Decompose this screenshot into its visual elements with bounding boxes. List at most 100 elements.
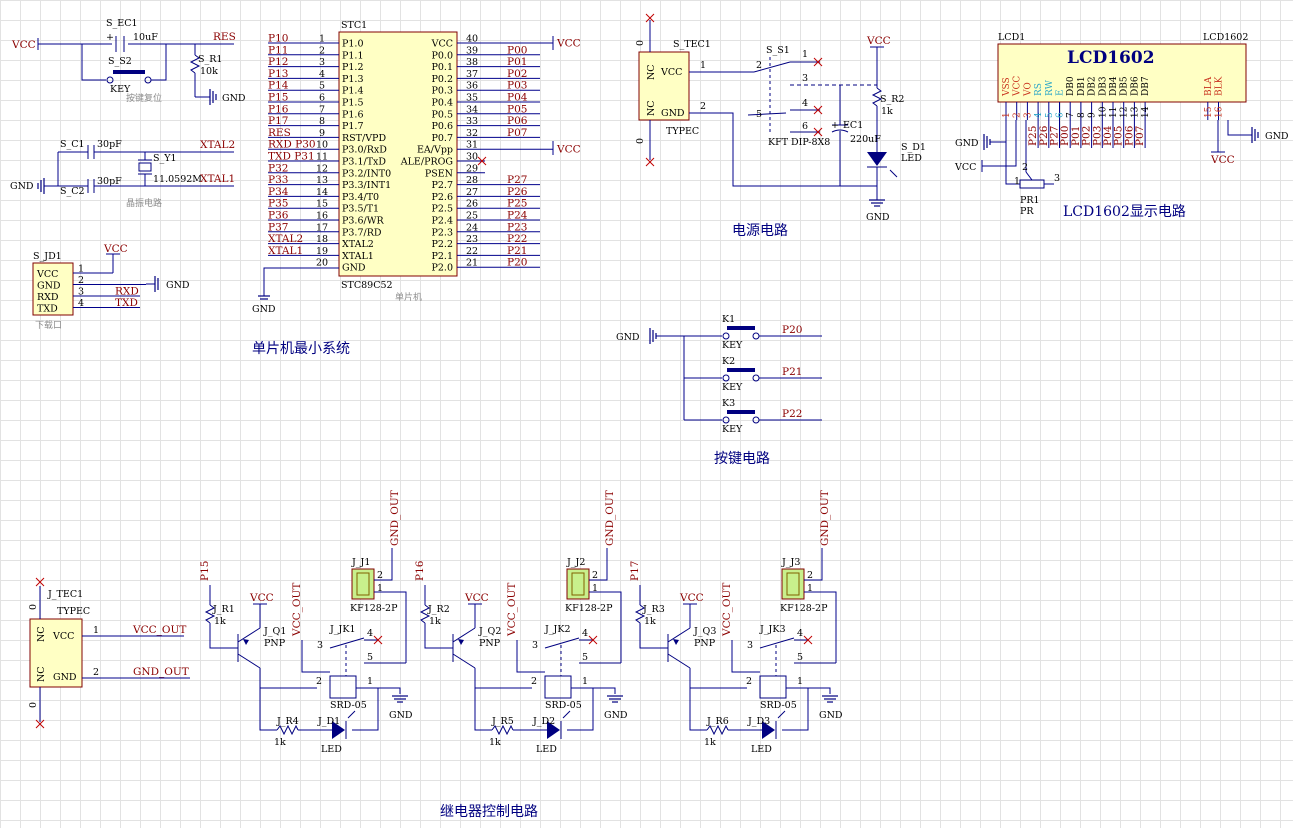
lcd-pin-number: 3 [1023, 112, 1033, 118]
mcu-net-label: RXD P30 [268, 139, 316, 151]
mcu-pin-number: 8 [319, 116, 325, 127]
mcu-net-label: P05 [507, 103, 527, 115]
wire [567, 688, 594, 731]
power-typec-num2: 2 [700, 101, 706, 112]
relay-contact-num3: 3 [532, 640, 538, 651]
lcd-net-label: P06 [1123, 125, 1135, 146]
lcd-net-label: P00 [1059, 126, 1071, 146]
mcu-pin-number: 14 [316, 187, 328, 198]
title-relay: 继电器控制电路 [440, 804, 538, 820]
title-mcu: 单片机最小系统 [252, 341, 350, 357]
crystal-y1-symbol [138, 162, 152, 172]
relay-typec-pin-vcc: VCC [52, 631, 74, 642]
led-symbol [762, 721, 775, 739]
mcu-net-label: RES [268, 127, 291, 139]
relay-part: SRD-05 [760, 700, 797, 711]
lcd-pin-name: DB4 [1109, 76, 1119, 96]
led-part: LED [536, 744, 557, 755]
mcu-pin-number: 7 [319, 104, 325, 115]
mcu-net-label: P00 [507, 44, 527, 56]
mcu-pin-name: RST/VPD [342, 133, 386, 144]
mcu-pin-number: 40 [466, 34, 478, 45]
relay-vcc-out-net: VCC_OUT [506, 583, 518, 637]
key-net-label: P22 [782, 408, 802, 420]
power-switch-num4: 4 [802, 98, 808, 109]
key-part: KEY [722, 340, 743, 351]
lcd-pin-number: 15 [1204, 106, 1214, 118]
lcd-pin-name: RW [1045, 79, 1055, 96]
download-designator: S_JD1 [33, 251, 62, 262]
crystal-gnd-label: GND [10, 181, 34, 192]
download-pin-number: 2 [78, 275, 84, 286]
relay-base-res-value: 1k [214, 616, 226, 627]
relay-contact-num5: 5 [582, 652, 588, 663]
mcu-net-label: P33 [268, 174, 288, 186]
mcu-pin-name: P2.6 [431, 192, 453, 203]
relay-coil-num1: 1 [367, 676, 373, 687]
transistor-designator: J_Q1 [263, 626, 286, 637]
mcu-designator: STC1 [341, 20, 367, 31]
mcu-pin-number: 23 [466, 234, 478, 245]
mcu-net-label: P22 [507, 233, 527, 245]
lcd-net-label: P03 [1091, 126, 1103, 146]
mcu-pin-name: P0.0 [431, 50, 453, 61]
power-switch-num3: 3 [802, 73, 808, 84]
lcd-net-label: P07 [1134, 126, 1146, 146]
mcu-pin-number: 12 [316, 163, 328, 174]
lcd-pin-name: DB3 [1098, 76, 1108, 96]
download-comment: 下载口 [35, 319, 62, 331]
relay-typec-nc1: NC [36, 626, 47, 642]
lcd-net-label: P04 [1102, 125, 1114, 146]
power-typec-pin-vcc: VCC [660, 67, 682, 78]
lcd-pin-name: DB5 [1120, 76, 1130, 96]
mcu-pin-name: ALE/PROG [400, 157, 453, 168]
wire [259, 668, 317, 689]
download-pin-number: 3 [78, 287, 84, 298]
mcu-pin-name: EA/Vpp [417, 145, 453, 156]
relay-typec-pin-gnd: GND [53, 672, 77, 683]
lcd-pot-symbol [1019, 179, 1045, 189]
mcu-pin-number: 10 [316, 140, 328, 151]
lcd-pin-name: DB1 [1077, 76, 1087, 96]
lcd-pot-part: PR [1020, 206, 1034, 217]
relay-coil [329, 675, 357, 699]
wire [804, 548, 823, 581]
reset-cap-value: 10uF [133, 32, 158, 43]
reset-switch-designator: S_S2 [108, 56, 132, 67]
mcu-net-label: P32 [268, 162, 288, 174]
mcu-net-label: P01 [507, 56, 527, 68]
relay-contact-num5: 5 [797, 652, 803, 663]
key-net-label: P21 [782, 366, 802, 378]
power-typec-num1: 1 [700, 60, 706, 71]
key-designator: K3 [722, 398, 735, 409]
mcu-net-label: P10 [268, 33, 288, 45]
mcu-net-label: P02 [507, 68, 527, 80]
lcd-pin-name: VSS [1002, 77, 1012, 97]
lcd-net-label: P27 [1049, 126, 1061, 146]
lcd-pin-name: DB2 [1088, 76, 1098, 96]
lcd-circuit: LCD1 LCD1602 LCD1602 VSS1VCC2VO3RS4P25RW… [954, 32, 1289, 217]
lcd-pin-name: DB7 [1141, 76, 1151, 96]
lcd-pot-num1: 1 [1014, 176, 1020, 187]
transistor-emitter [667, 627, 691, 643]
relay-part: SRD-05 [545, 700, 582, 711]
key-part: KEY [722, 424, 743, 435]
mcu-pin-name: P3.3/INT1 [342, 180, 391, 191]
power-switch-num2: 2 [756, 60, 762, 71]
terminal-gnd-out-net: GND_OUT [604, 490, 616, 546]
lcd-net-label: P26 [1038, 125, 1050, 146]
mcu-part: STC89C52 [341, 280, 393, 291]
transistor-collector [452, 653, 476, 669]
wire [571, 687, 616, 694]
terminal-num1: 1 [377, 583, 383, 594]
mcu-pin-name: P3.2/INT0 [342, 168, 391, 179]
mcu-pin-name: P0.1 [431, 62, 453, 73]
lcd-vcc-label: VCC [954, 162, 976, 173]
mcu-net-label: P07 [507, 127, 527, 139]
mcu-pin-number: 27 [466, 187, 478, 198]
key-designator: K2 [722, 356, 735, 367]
key-contact [722, 416, 730, 424]
